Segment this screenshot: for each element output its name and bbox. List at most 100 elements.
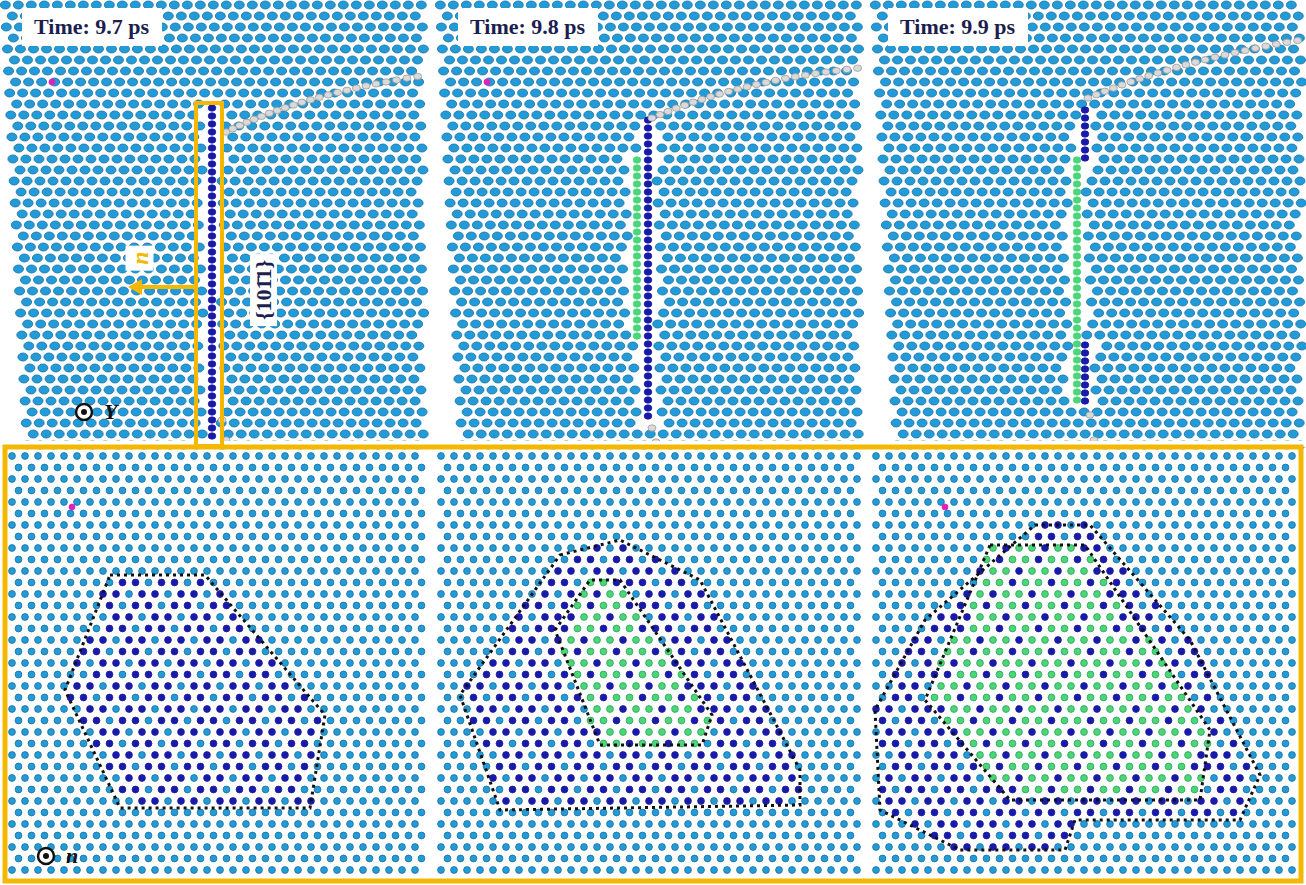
atom [332, 12, 342, 20]
atom [245, 342, 255, 350]
atom [396, 375, 406, 383]
atom [128, 342, 138, 350]
atom [520, 133, 530, 141]
atom [361, 199, 371, 207]
atom [49, 199, 59, 207]
atom [319, 12, 329, 20]
atom [749, 166, 759, 174]
atom [841, 45, 851, 53]
atom [556, 67, 566, 75]
atom [49, 79, 55, 85]
atom [769, 177, 779, 185]
atom [542, 188, 552, 196]
atom [60, 276, 70, 284]
atom [717, 177, 727, 185]
atom [470, 177, 480, 185]
atom [344, 375, 354, 383]
atom [48, 298, 58, 306]
atom [114, 320, 124, 328]
atom [436, 23, 446, 31]
atom [41, 166, 51, 174]
atom [125, 419, 135, 427]
atom [34, 276, 44, 284]
atom [393, 77, 401, 83]
atom [711, 188, 721, 196]
atom [244, 56, 254, 64]
atom [363, 243, 373, 251]
atom [105, 144, 115, 152]
atom [471, 56, 481, 64]
atom [208, 185, 216, 191]
atom [31, 89, 41, 97]
atom [248, 23, 258, 31]
atom [390, 122, 400, 130]
atom [829, 210, 839, 218]
atom [152, 298, 162, 306]
atom [762, 166, 772, 174]
atom [831, 111, 841, 119]
atom [454, 111, 464, 119]
atom [197, 287, 207, 295]
atom [140, 320, 150, 328]
atom [117, 386, 127, 394]
atom [212, 67, 222, 75]
atom [262, 430, 272, 438]
atom [208, 249, 216, 255]
atom [290, 210, 300, 218]
atom [419, 309, 429, 317]
atom [309, 199, 319, 207]
atom [604, 1, 614, 9]
atom [601, 199, 611, 207]
atom [748, 144, 758, 152]
atom [397, 397, 407, 405]
atom [840, 166, 850, 174]
atom [482, 155, 492, 163]
atom [297, 342, 307, 350]
atom [274, 408, 284, 416]
atom [442, 12, 452, 20]
atom [537, 221, 547, 229]
atom [181, 100, 191, 108]
atom [301, 45, 311, 53]
atom [601, 56, 611, 64]
atom [373, 298, 383, 306]
atom [464, 188, 474, 196]
atom [463, 45, 473, 53]
atom [339, 408, 349, 416]
atom [705, 56, 715, 64]
atom [150, 133, 160, 141]
atom [342, 67, 352, 75]
atom [810, 221, 820, 229]
atom [674, 232, 684, 240]
atom [56, 210, 66, 218]
atom [691, 177, 701, 185]
atom [729, 155, 739, 163]
atom [92, 408, 102, 416]
atom [77, 243, 87, 251]
atom [275, 430, 285, 438]
atom [48, 177, 58, 185]
atom [93, 166, 103, 174]
atom [208, 337, 216, 343]
atom [530, 210, 540, 218]
atom [575, 199, 585, 207]
atom [696, 144, 706, 152]
atom [365, 144, 375, 152]
atom [412, 177, 422, 185]
atom [850, 100, 860, 108]
atom [781, 34, 791, 42]
atom [23, 56, 33, 64]
atom [36, 199, 46, 207]
atom [281, 105, 289, 111]
atom [312, 265, 322, 273]
atom [37, 342, 47, 350]
atom [826, 144, 836, 152]
atom [50, 342, 60, 350]
atom [101, 320, 111, 328]
atom [394, 67, 404, 75]
atom [337, 243, 347, 251]
atom [238, 67, 248, 75]
atom [651, 34, 661, 42]
atom [382, 79, 390, 85]
atom [768, 155, 778, 163]
